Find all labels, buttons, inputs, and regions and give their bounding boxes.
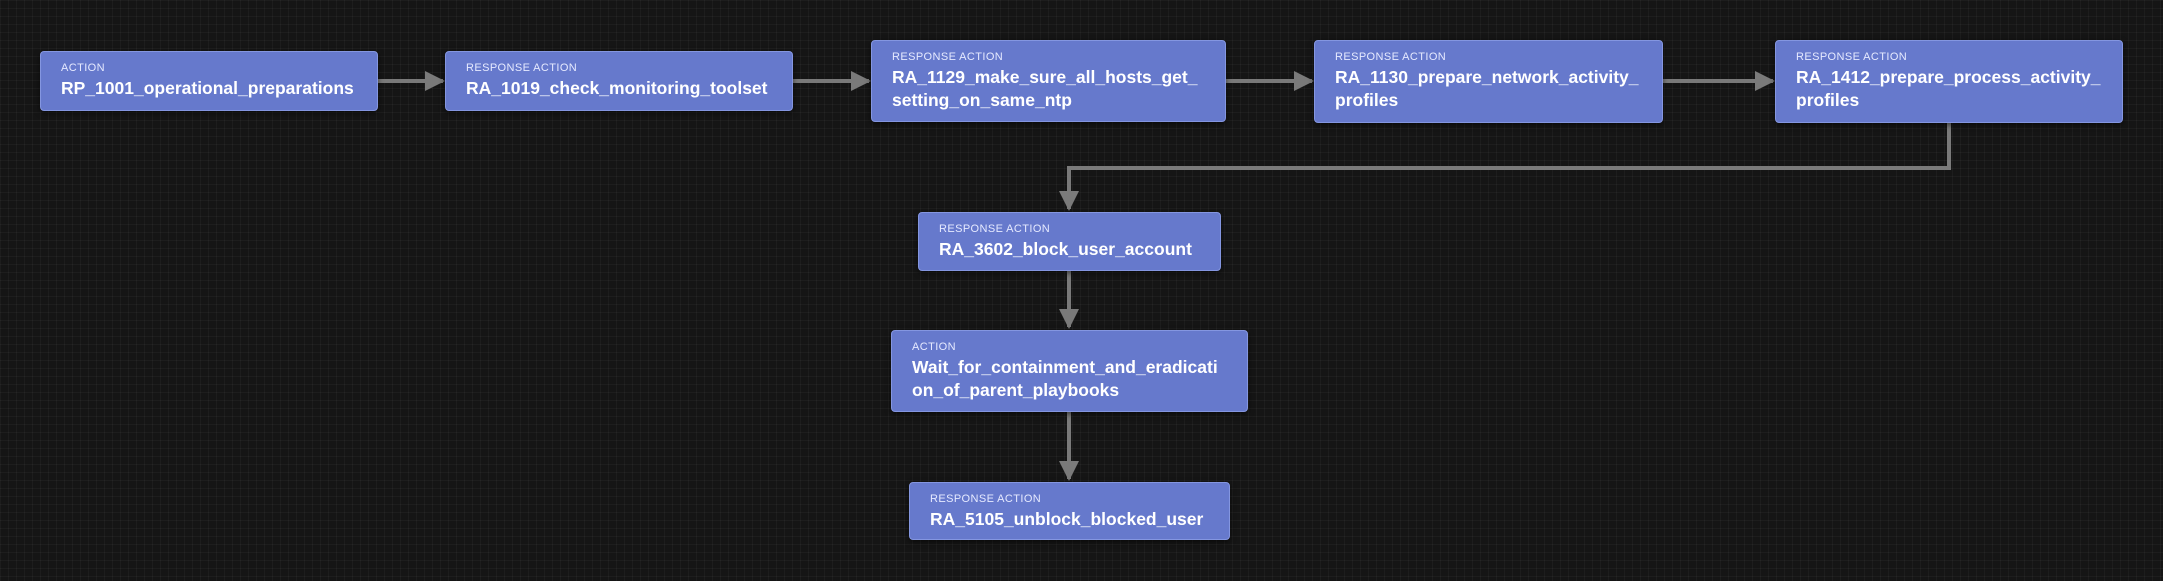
node-kind-label: ACTION <box>912 341 956 353</box>
node-kind-label: RESPONSE ACTION <box>1796 51 1908 63</box>
node-ra-1412-process-activity-profiles[interactable]: RESPONSE ACTION RA_1412_prepare_process_… <box>1775 40 2123 123</box>
edge-n5-n6 <box>1059 122 1951 211</box>
node-ra-3602-block-user-account[interactable]: RESPONSE ACTION RA_3602_block_user_accou… <box>918 212 1221 271</box>
node-rp-1001-operational-preparations[interactable]: ACTION RP_1001_operational_preparations <box>40 51 378 111</box>
node-title: RP_1001_operational_preparations <box>61 78 354 98</box>
node-title: RA_1019_check_monitoring_toolset <box>466 78 768 98</box>
node-title: RA_3602_block_user_account <box>939 239 1192 259</box>
node-title: RA_1412_prepare_process_activity_profile… <box>1796 67 2101 110</box>
node-kind-label: RESPONSE ACTION <box>939 223 1051 235</box>
node-ra-5105-unblock-blocked-user[interactable]: RESPONSE ACTION RA_5105_unblock_blocked_… <box>909 482 1230 540</box>
node-ra-1019-check-monitoring-toolset[interactable]: RESPONSE ACTION RA_1019_check_monitoring… <box>445 51 793 111</box>
node-kind-label: RESPONSE ACTION <box>892 51 1004 63</box>
node-ra-1130-network-activity-profiles[interactable]: RESPONSE ACTION RA_1130_prepare_network_… <box>1314 40 1663 123</box>
node-title: RA_1129_make_sure_all_hosts_get_setting_… <box>892 67 1198 110</box>
node-title: Wait_for_containment_and_eradication_of_… <box>912 357 1218 400</box>
node-kind-label: RESPONSE ACTION <box>1335 51 1447 63</box>
node-wait-for-containment[interactable]: ACTION Wait_for_containment_and_eradicat… <box>891 330 1248 412</box>
node-kind-label: RESPONSE ACTION <box>930 493 1042 505</box>
node-ra-1129-ntp-settings[interactable]: RESPONSE ACTION RA_1129_make_sure_all_ho… <box>871 40 1226 122</box>
node-title: RA_5105_unblock_blocked_user <box>930 509 1204 529</box>
node-title: RA_1130_prepare_network_activity_profile… <box>1335 67 1639 110</box>
node-kind-label: RESPONSE ACTION <box>466 62 578 74</box>
node-kind-label: ACTION <box>61 62 105 74</box>
